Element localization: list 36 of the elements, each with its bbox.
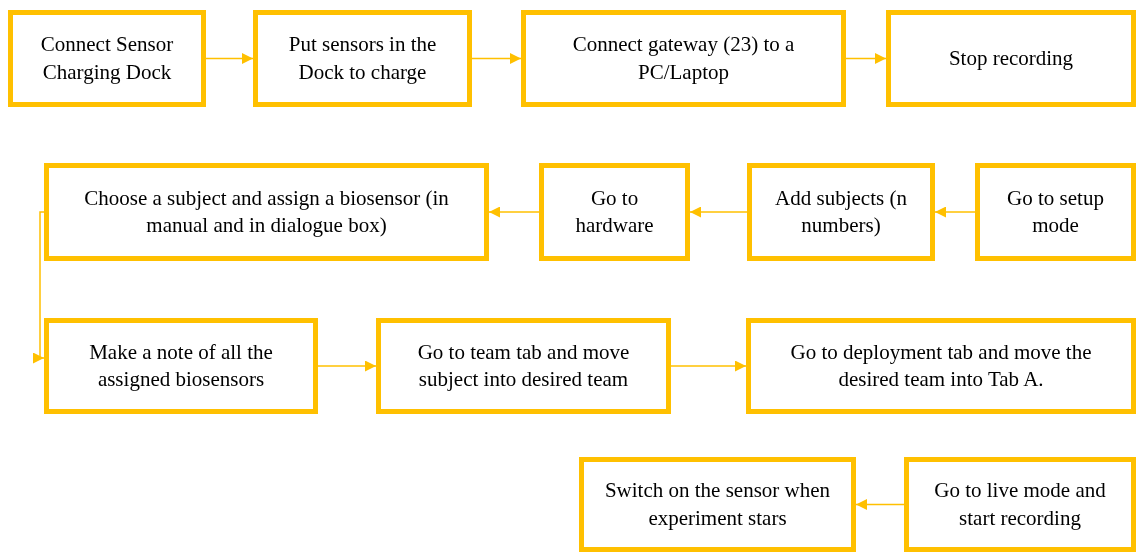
step-text: Go to setup mode bbox=[1006, 184, 1105, 239]
process-box bbox=[746, 318, 1136, 414]
process-box bbox=[539, 163, 690, 261]
process-box bbox=[521, 10, 846, 107]
step-text: Go to live mode and start recording bbox=[933, 477, 1107, 532]
process-box bbox=[579, 457, 856, 552]
process-box bbox=[886, 10, 1136, 107]
process-box bbox=[253, 10, 472, 107]
process-box bbox=[904, 457, 1136, 552]
step-text: Add subjects (n numbers) bbox=[774, 184, 908, 239]
step-text: Switch on the sensor when experiment stars bbox=[603, 477, 832, 532]
arrow bbox=[488, 206, 540, 218]
arrow bbox=[670, 360, 747, 372]
process-box bbox=[975, 163, 1136, 261]
arrow bbox=[689, 206, 748, 218]
step-text: Make a note of all the assigned biosensors bbox=[88, 338, 274, 393]
arrow bbox=[934, 206, 976, 218]
step-text: Choose a subject and assign a biosensor (in manual and in dialogue box) bbox=[83, 184, 450, 239]
arrow bbox=[33, 211, 45, 364]
step-text: Connect gateway (23) to a PC/Laptop bbox=[571, 31, 796, 86]
process-box bbox=[44, 318, 318, 414]
step-text: Put sensors in the Dock to charge bbox=[287, 31, 438, 86]
process-box bbox=[747, 163, 935, 261]
step-text: Go to hardware bbox=[574, 184, 655, 239]
arrow bbox=[845, 53, 887, 64]
step-text: Stop recording bbox=[948, 44, 1074, 72]
arrow bbox=[471, 53, 522, 64]
step-text: Go to team tab and move subject into desired team bbox=[416, 338, 631, 393]
arrow bbox=[205, 53, 254, 64]
process-box bbox=[8, 10, 206, 107]
process-box bbox=[44, 163, 489, 261]
arrow bbox=[855, 499, 905, 510]
step-text: Connect Sensor Charging Dock bbox=[39, 31, 175, 86]
step-text: Go to deployment tab and move the desired team into Tab A. bbox=[789, 338, 1093, 393]
arrow bbox=[317, 360, 377, 372]
process-box bbox=[376, 318, 671, 414]
